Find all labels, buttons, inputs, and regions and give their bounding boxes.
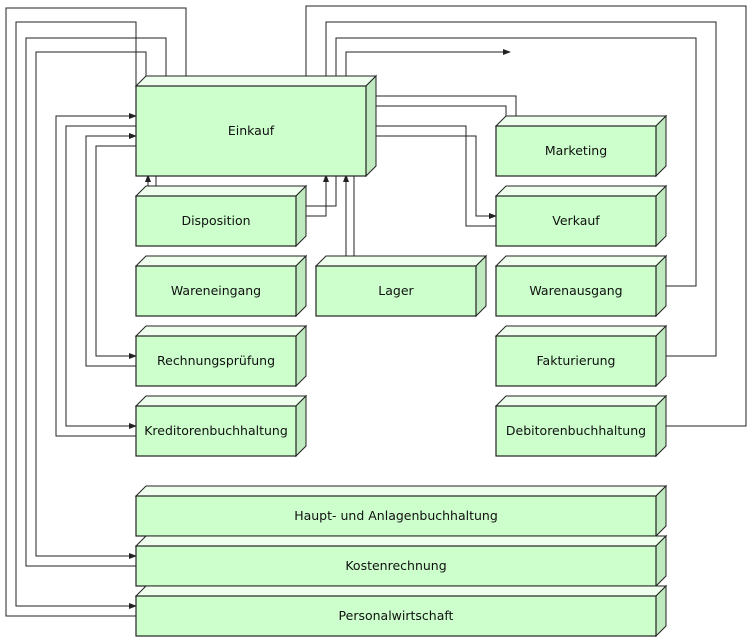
box-label-kreditorenbuchhaltung: Kreditorenbuchhaltung — [144, 423, 288, 438]
box-label-personalwirtschaft: Personalwirtschaft — [339, 608, 454, 623]
box-einkauf[interactable]: Einkauf — [134, 74, 378, 178]
box-label-wareneingang: Wareneingang — [171, 283, 261, 298]
box-fakturierung[interactable]: Fakturierung — [494, 324, 668, 388]
box-label-rechnungspruefung: Rechnungsprüfung — [157, 353, 275, 368]
connector-kosten-einkauf — [25, 37, 169, 567]
box-label-lager: Lager — [378, 283, 414, 298]
connector-personal-einkauf — [5, 7, 189, 617]
box-verkauf[interactable]: Verkauf — [494, 184, 668, 248]
box-label-disposition: Disposition — [181, 213, 250, 228]
connector-einkauf-kosten — [35, 51, 147, 559]
box-rechnungspruefung[interactable]: Rechnungsprüfung — [134, 324, 308, 388]
box-label-einkauf: Einkauf — [228, 123, 275, 138]
connector-einkauf-verkauf — [366, 135, 497, 219]
box-label-verkauf: Verkauf — [552, 213, 600, 228]
connector-einkauf-kreditoren — [65, 125, 137, 429]
connector-einkauf-disposition-2 — [295, 175, 337, 209]
box-lager[interactable]: Lager — [314, 254, 488, 318]
connector-einkauf-rechnung — [95, 145, 137, 359]
box-wareneingang[interactable]: Wareneingang — [134, 254, 308, 318]
box-personalwirtschaft[interactable]: Personalwirtschaft — [134, 584, 668, 638]
box-label-warenausgang: Warenausgang — [529, 283, 622, 298]
box-label-hauptbuch: Haupt- und Anlagenbuchhaltung — [294, 508, 498, 523]
box-warenausgang[interactable]: Warenausgang — [494, 254, 668, 318]
box-label-fakturierung: Fakturierung — [537, 353, 616, 368]
connector-rechnung-einkauf — [85, 133, 137, 367]
box-debitorenbuchhaltung[interactable]: Debitorenbuchhaltung — [494, 394, 668, 458]
connector-verkauf-einkauf — [365, 123, 496, 227]
connector-einkauf-personal — [15, 21, 137, 609]
box-label-marketing: Marketing — [545, 143, 607, 158]
box-label-debitorenbuchhaltung: Debitorenbuchhaltung — [506, 423, 646, 438]
box-marketing[interactable]: Marketing — [494, 114, 668, 178]
connector-debitoren-einkauf — [303, 5, 747, 427]
box-disposition[interactable]: Disposition — [134, 184, 308, 248]
connector-kreditoren-einkauf — [55, 113, 137, 437]
box-hauptbuch[interactable]: Haupt- und Anlagenbuchhaltung — [134, 484, 668, 538]
connector-einkauf-marketing — [366, 95, 519, 127]
connector-einkauf-warenausgang — [335, 37, 697, 289]
connector-marketing-einkauf — [365, 103, 507, 126]
box-label-kostenrechnung: Kostenrechnung — [345, 558, 446, 573]
box-kostenrechnung[interactable]: Kostenrechnung — [134, 534, 668, 588]
connectors — [5, 5, 747, 617]
box-kreditorenbuchhaltung[interactable]: Kreditorenbuchhaltung — [134, 394, 308, 458]
connector-fakt-einkauf — [325, 21, 717, 359]
